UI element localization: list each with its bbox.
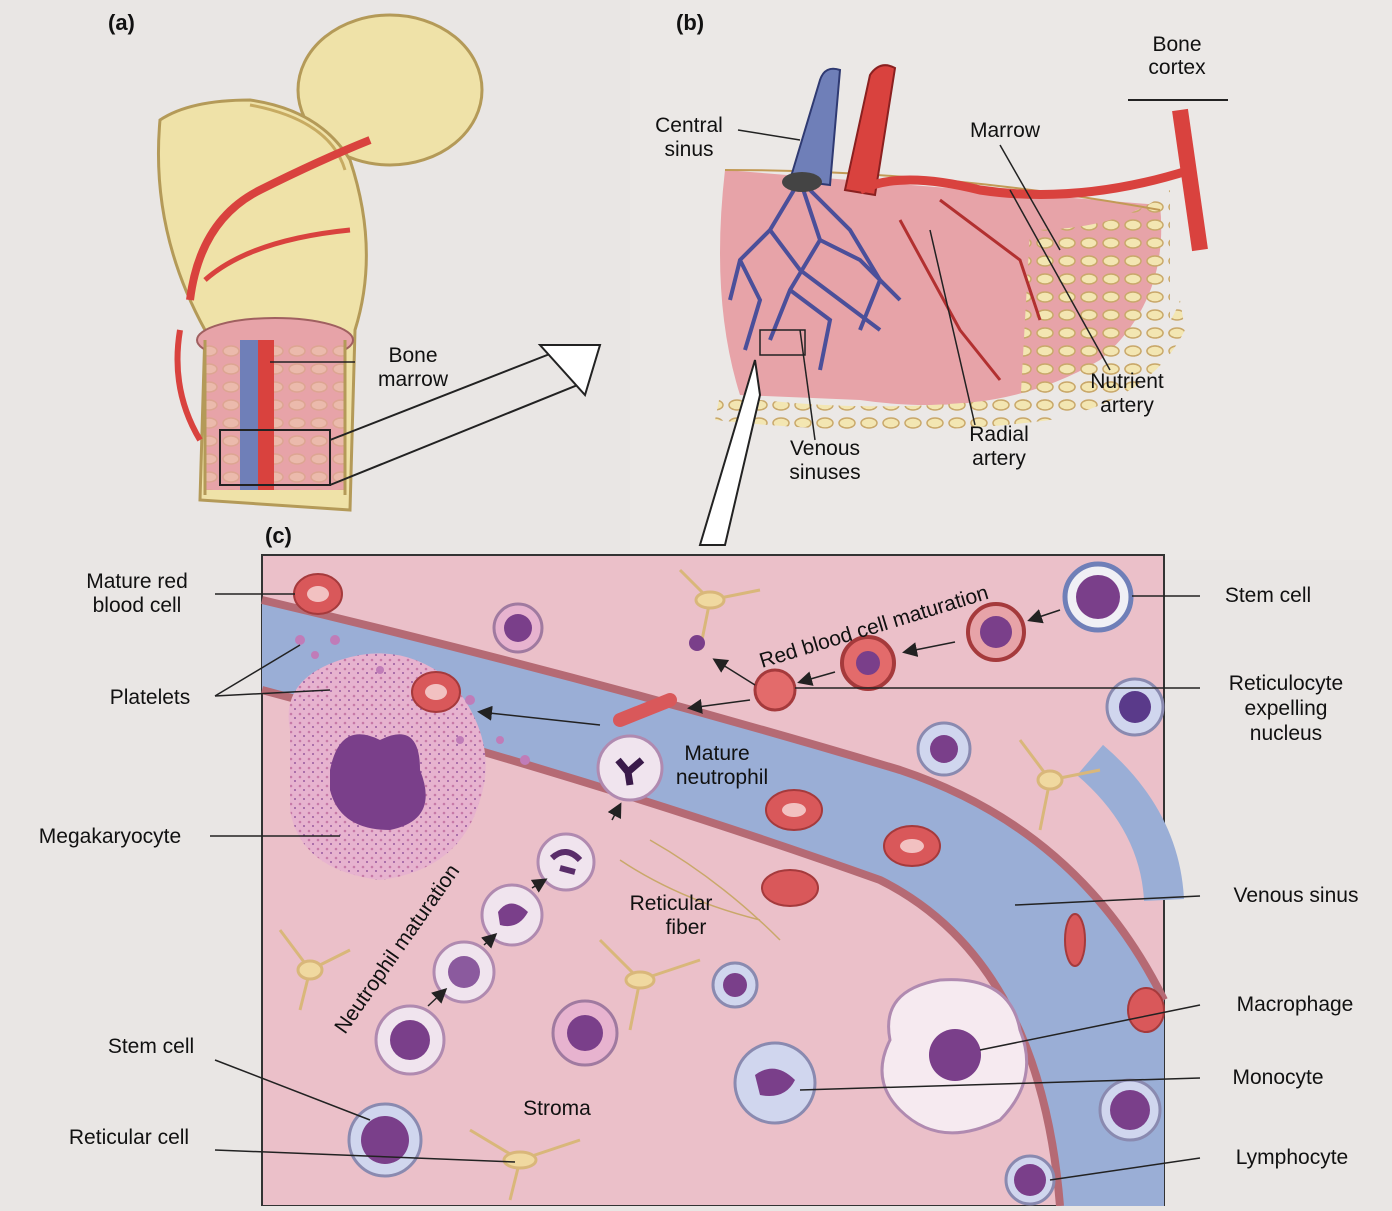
central-sinus-lumen (782, 172, 822, 192)
label-marrow: Marrow (970, 119, 1041, 142)
label-nutrient-artery-2: artery (1100, 394, 1154, 417)
label-reticulocyte-2: expelling (1245, 697, 1328, 720)
label-reticular-cell: Reticular cell (69, 1126, 189, 1149)
label-bone-marrow-1: Bone (388, 344, 437, 367)
panel-label-c: (c) (265, 523, 292, 548)
label-reticulocyte-3: nucleus (1250, 722, 1322, 745)
label-lymphocyte: Lymphocyte (1236, 1146, 1348, 1169)
label-central-sinus-1: Central (655, 114, 723, 137)
label-megakaryocyte: Megakaryocyte (39, 825, 181, 848)
label-nutrient-artery-1: Nutrient (1090, 370, 1164, 393)
label-stem-cell-right: Stem cell (1225, 584, 1311, 607)
label-mature-neutrophil-1: Mature (684, 742, 749, 765)
label-reticular-fiber-2: fiber (666, 916, 707, 939)
femur-vein (240, 340, 258, 490)
label-platelets: Platelets (110, 686, 191, 709)
label-reticular-fiber-1: Reticular (630, 892, 713, 915)
panel-label-b: (b) (676, 10, 704, 35)
label-venous-sinus: Venous sinus (1234, 884, 1359, 907)
label-bone-cortex-2: cortex (1148, 56, 1206, 79)
label-venous-sinuses-1: Venous (790, 437, 860, 460)
label-mature-neutrophil-2: neutrophil (676, 766, 768, 789)
label-bone-marrow-2: marrow (378, 368, 449, 391)
label-monocyte: Monocyte (1232, 1066, 1323, 1089)
label-central-sinus-2: sinus (664, 138, 713, 161)
label-mature-rbc-1: Mature red (86, 570, 188, 593)
label-mature-rbc-2: blood cell (93, 594, 182, 617)
label-bone-cortex-1: Bone (1152, 33, 1201, 56)
label-venous-sinuses-2: sinuses (789, 461, 860, 484)
label-stem-cell-left: Stem cell (108, 1035, 194, 1058)
label-stroma: Stroma (523, 1097, 591, 1120)
label-reticulocyte-1: Reticulocyte (1229, 672, 1343, 695)
panel-label-a: (a) (108, 10, 135, 35)
label-macrophage: Macrophage (1237, 993, 1354, 1016)
panel-c-histology (262, 555, 1164, 1206)
label-radial-artery-2: artery (972, 447, 1026, 470)
panel-a-femur (158, 15, 600, 510)
label-radial-artery-1: Radial (969, 423, 1029, 446)
